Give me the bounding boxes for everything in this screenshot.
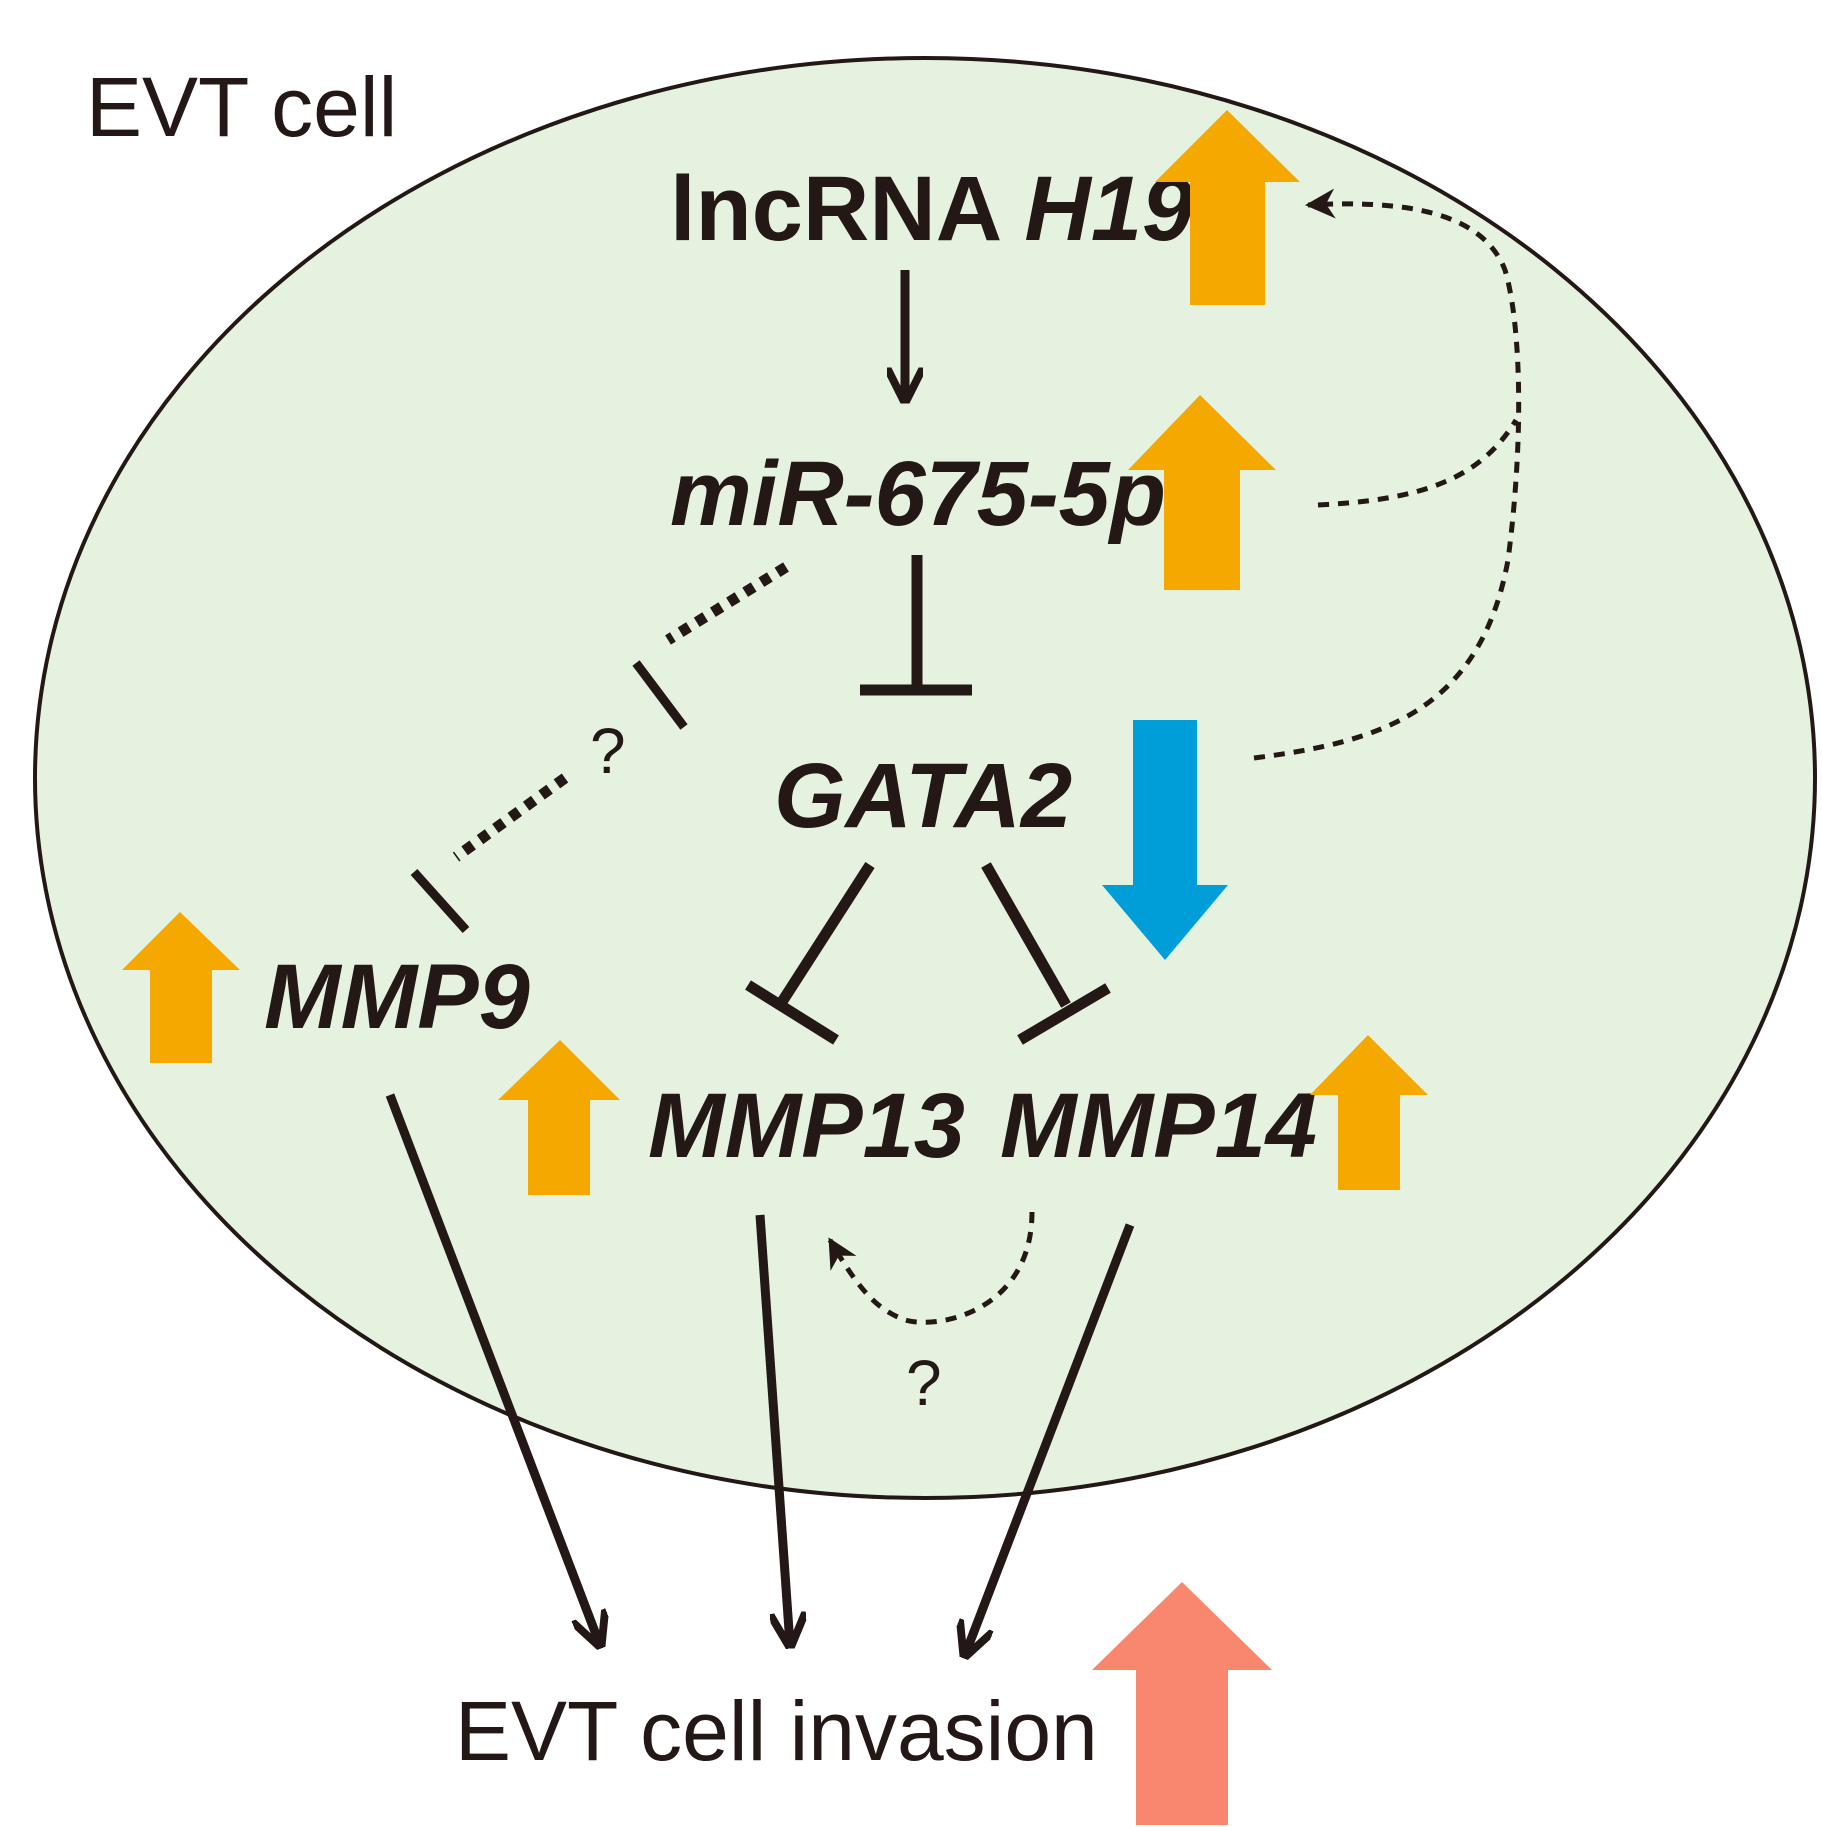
cell-label: EVT cell xyxy=(86,60,397,154)
up-arrow-evt-invasion xyxy=(1092,1582,1272,1825)
h19-prefix: lncRNA xyxy=(670,158,1024,260)
arrow-mmp13-to-invasion xyxy=(755,1214,790,1645)
node-mir-675-5p: miR-675-5p xyxy=(670,443,1166,545)
arrow-mmp14-to-invasion xyxy=(965,1223,1135,1655)
inhibition-gata2-to-mmp13 xyxy=(745,862,875,1045)
node-mmp9: MMP9 xyxy=(264,946,530,1048)
question-mark-mmp13-mmp14: ? xyxy=(906,1347,942,1419)
node-lncrna-h19: lncRNA H19 xyxy=(670,158,1193,260)
inhibition-mir-to-gata2 xyxy=(860,555,972,696)
arrow-mmp9-to-invasion xyxy=(385,1093,600,1645)
node-mmp13: MMP13 xyxy=(648,1075,965,1177)
dashed-arrow-gata2-feedback xyxy=(1253,188,1522,761)
down-arrow-gata2 xyxy=(1102,720,1228,960)
up-arrow-mmp13 xyxy=(498,1040,620,1195)
up-arrow-mmp9 xyxy=(122,912,240,1063)
up-arrow-lncrna-h19 xyxy=(1155,110,1300,305)
dashed-arrow-mmp14-to-mmp13 xyxy=(827,1211,1035,1325)
dashed-line-mir-feedback xyxy=(1317,418,1519,508)
outcome-label: EVT cell invasion xyxy=(455,1684,1098,1778)
node-mmp14: MMP14 xyxy=(1000,1075,1317,1177)
node-gata2: GATA2 xyxy=(774,745,1072,847)
inhibition-mir-to-mmp9-uncertain xyxy=(410,562,789,934)
question-mark-mmp9: ? xyxy=(590,715,626,787)
inhibition-gata2-to-mmp14 xyxy=(981,862,1111,1045)
up-arrow-mir-675-5p xyxy=(1128,395,1276,590)
up-arrow-mmp14 xyxy=(1310,1035,1428,1190)
